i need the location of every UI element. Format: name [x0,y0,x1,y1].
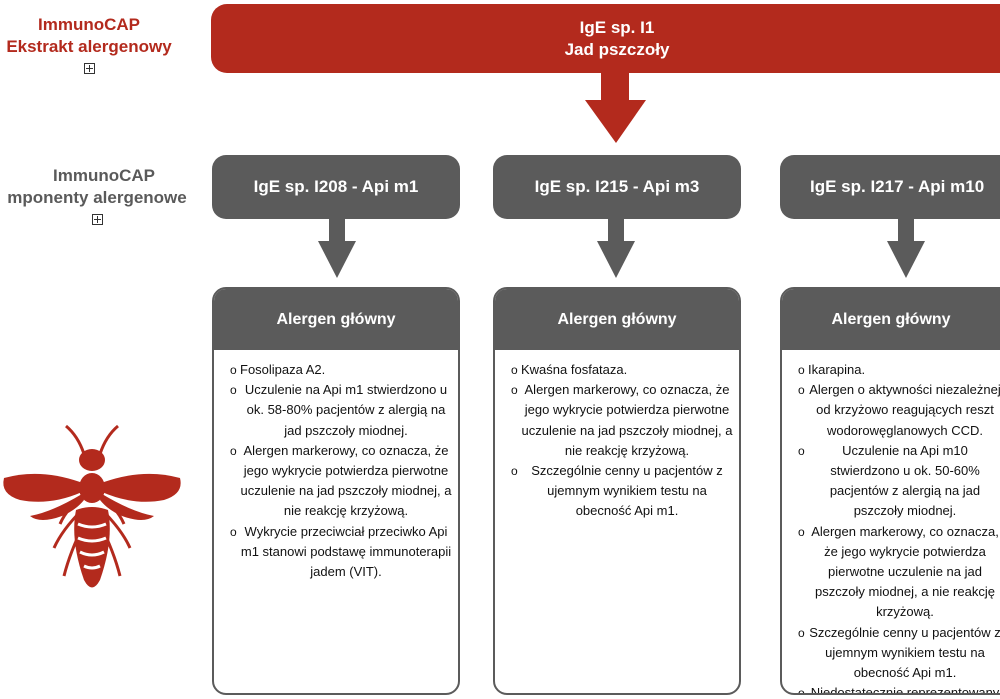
down-arrow-icon [585,72,646,143]
component-title: IgE sp. I217 - Api m10 [810,177,985,196]
extract-label: ImmunoCAP Ekstrakt alergenowy [0,14,180,80]
list-item: Alergen o aktywności niezależnej od krzy… [798,380,1000,441]
component-pill-api-m1: IgE sp. I208 - Api m1 [212,155,460,219]
components-label-line1: ImmunoCAP [53,166,155,185]
down-arrow-icon [318,219,356,278]
list-item: Alergen markerowy, co oznacza, że jego w… [511,380,733,461]
info-card-api-m1: Alergen główny Fosolipaza A2. Uczulenie … [212,287,460,695]
bullet-list: Fosolipaza A2. Uczulenie na Api m1 stwie… [214,360,458,582]
list-item: Niedostatecznie reprezentowany w ekstrak… [798,683,1000,693]
components-label: ImmunoCAP mponenty alergenowe [0,165,196,231]
bullet-list: Kwaśna fosfataza. Alergen markerowy, co … [495,360,739,522]
component-pill-api-m3: IgE sp. I215 - Api m3 [493,155,741,219]
list-item: Uczulenie na Api m1 stwierdzono u ok. 58… [230,380,452,441]
component-title: IgE sp. I208 - Api m1 [253,177,419,196]
extract-label-line1: ImmunoCAP [38,15,140,34]
down-arrow-icon [597,219,635,278]
top-banner: IgE sp. I1 Jad pszczoły [211,4,1000,73]
list-item: Alergen markerowy, co oznacza, że jego w… [230,441,452,522]
list-item: Szczególnie cenny u pacjentów z ujemnym … [798,623,1000,684]
banner-subtitle: Jad pszczoły [564,39,670,59]
component-pill-api-m10: IgE sp. I217 - Api m10 [780,155,1000,219]
list-item: Wykrycie przeciwciał przeciwko Api m1 st… [230,522,452,583]
extract-label-line2: Ekstrakt alergenowy [6,37,172,56]
component-title: IgE sp. I215 - Api m3 [534,177,700,196]
wasp-icon [3,424,181,588]
components-label-line2: mponenty alergenowe [7,188,187,207]
info-card-api-m10: Alergen główny Ikarapina. Alergen o akty… [780,287,1000,695]
banner-title: IgE sp. I1 [579,17,655,37]
card-header: Alergen główny [495,289,739,350]
info-card-api-m3: Alergen główny Kwaśna fosfataza. Alergen… [493,287,741,695]
list-item: Fosolipaza A2. [230,360,452,380]
list-item: Szczególnie cenny u pacjentów z ujemnym … [511,461,733,522]
list-item: Alergen markerowy, co oznacza, że jego w… [798,522,1000,623]
expand-box-icon[interactable] [91,214,103,225]
card-header: Alergen główny [782,289,1000,350]
list-item: Uczulenie na Api m10 stwierdzono u ok. 5… [798,441,1000,522]
list-item: Kwaśna fosfataza. [511,360,733,380]
bullet-list: Ikarapina. Alergen o aktywności niezależ… [782,360,1000,693]
expand-box-icon[interactable] [83,63,95,74]
list-item: Ikarapina. [798,360,1000,380]
down-arrow-icon [887,219,925,278]
card-header: Alergen główny [214,289,458,350]
